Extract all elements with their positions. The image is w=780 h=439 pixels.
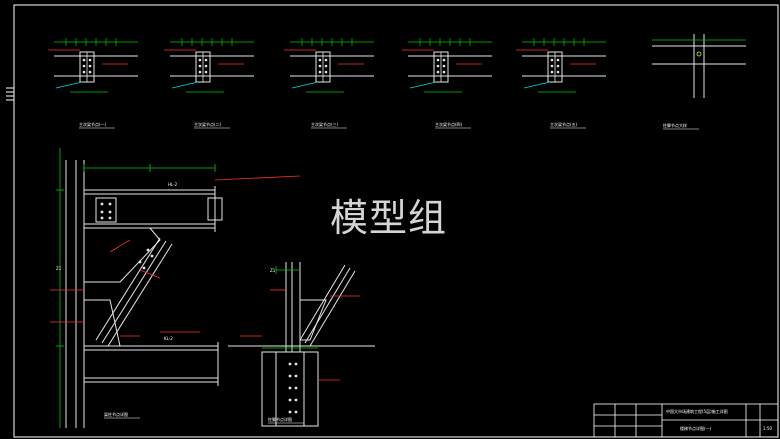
title-block-scale: 1:50: [763, 426, 772, 431]
title-block: [593, 403, 779, 438]
caption-0: 主次梁节点(一): [79, 121, 107, 127]
top-detail-4-bolt-a0: [550, 58, 554, 62]
top-detail-1-bolt-a1: [198, 64, 202, 68]
detail-captions: 主次梁节点(一) 主次梁节点(二) 主次梁节点(三) 主次梁节点(四) 主次梁节…: [56, 121, 687, 422]
top-detail-0-bolt-b0: [88, 58, 92, 62]
caption-3: 主次梁节点(四): [435, 121, 463, 127]
top-detail-1-leader-c: [171, 81, 199, 89]
top-detail-4-leader-c: [523, 81, 551, 89]
top-detail-0-bolt-a2: [82, 70, 86, 74]
caption-6: 梁柱节点详图: [104, 411, 128, 417]
detail-column-base-leaders: [240, 289, 360, 381]
top-detail-3-bolt-a1: [436, 64, 440, 68]
top-detail-2-leader-c: [291, 81, 319, 89]
drawing-frame: [13, 4, 779, 438]
top-detail-1-bolt-b2: [204, 70, 208, 74]
detail-beam-column-leaders: [50, 175, 301, 337]
top-detail-0-leader-c: [55, 81, 83, 89]
detail-beam-column-dims: [56, 148, 216, 428]
detail-column-base-bolts: [288, 362, 298, 414]
top-detail-3-bolt-a0: [436, 58, 440, 62]
label-z1b: Z1: [270, 268, 276, 273]
top-detail-3-bolt-b0: [442, 58, 446, 62]
top-detail-4-bolt-b2: [556, 70, 560, 74]
label-z1: Z1: [56, 266, 62, 271]
top-detail-2-bolt-a0: [318, 58, 322, 62]
watermark-text: 模型组: [330, 196, 448, 240]
label-kl2: KL-2: [164, 336, 173, 341]
top-detail-3-leader-c: [409, 81, 437, 89]
top-detail-3-bolt-b2: [442, 70, 446, 74]
top-detail-row: [48, 34, 746, 98]
top-detail-0-bolt-a0: [82, 58, 86, 62]
detail-beam-column-bolts: [100, 202, 154, 270]
top-detail-0-bolt-b2: [88, 70, 92, 74]
label-hl2: HL-2: [168, 182, 178, 187]
caption-underlines: [79, 127, 699, 424]
top-detail-4-bolt-a2: [550, 70, 554, 74]
detail-column-base-dims: [262, 266, 318, 349]
caption-1: 主次梁节点(二): [194, 121, 222, 127]
top-detail-1-bolt-b1: [204, 64, 208, 68]
caption-4: 主次梁节点(五): [550, 121, 578, 127]
detail-column-base: [228, 262, 375, 427]
title-block-project: 中国大市场建筑工程(5层)施工详图: [666, 408, 728, 414]
top-detail-1-bolt-a0: [198, 58, 202, 62]
caption-7: 柱脚节点详图: [268, 416, 292, 422]
caption-2: 主次梁节点(三): [311, 121, 339, 127]
top-detail-2-bolt-a2: [318, 70, 322, 74]
detail-beam-column: [65, 160, 223, 428]
top-detail-1-bolt-a2: [198, 70, 202, 74]
title-block-drawing: 楼梯节点详图(一): [680, 425, 712, 431]
top-detail-3-bolt-a2: [436, 70, 440, 74]
top-detail-0-bolt-a1: [82, 64, 86, 68]
top-detail-3-bolt-b1: [442, 64, 446, 68]
title-block-text: 中国大市场建筑工程(5层)施工详图 楼梯节点详图(一) 1:50: [666, 408, 772, 431]
top-detail-2-bolt-b2: [324, 70, 328, 74]
top-detail-2-bolt-b0: [324, 58, 328, 62]
top-detail-1-bolt-b0: [204, 58, 208, 62]
top-detail-4-bolt-b0: [556, 58, 560, 62]
caption-5: 柱脚节点大样: [663, 122, 687, 128]
top-detail-5-anchor: [696, 51, 702, 57]
top-detail-4-bolt-b1: [556, 64, 560, 68]
top-detail-2-bolt-b1: [324, 64, 328, 68]
top-detail-2-bolt-a1: [318, 64, 322, 68]
frame-edge-ticks: [6, 87, 14, 101]
top-detail-0-bolt-b1: [88, 64, 92, 68]
top-detail-4-bolt-a1: [550, 64, 554, 68]
